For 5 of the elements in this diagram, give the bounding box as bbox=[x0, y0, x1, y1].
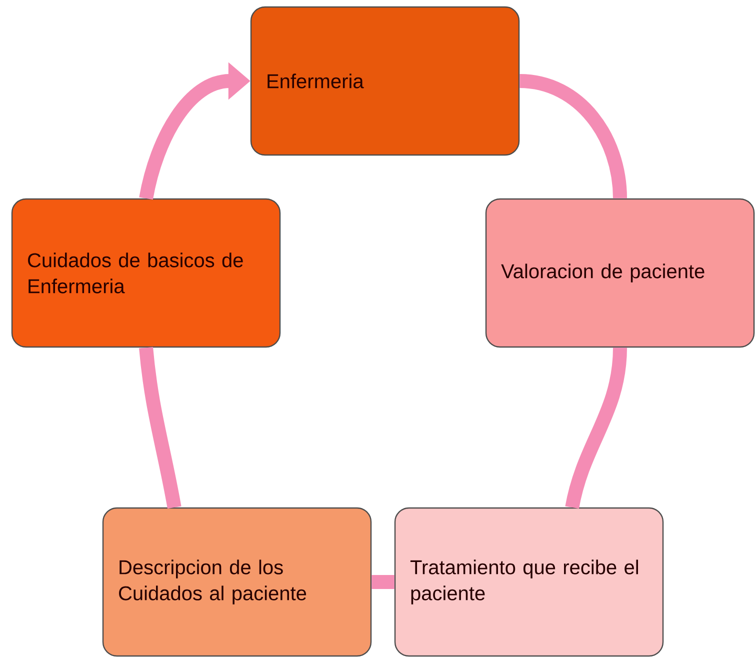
process-box: Tratamiento que recibe el paciente bbox=[394, 507, 664, 657]
process-box: Cuidados de basicos de Enfermeria bbox=[11, 198, 281, 348]
process-box: Descripcion de los Cuidados al paciente bbox=[102, 507, 372, 657]
process-box: Enfermeria bbox=[250, 6, 520, 156]
process-box: Valoracion de paciente bbox=[485, 198, 755, 348]
